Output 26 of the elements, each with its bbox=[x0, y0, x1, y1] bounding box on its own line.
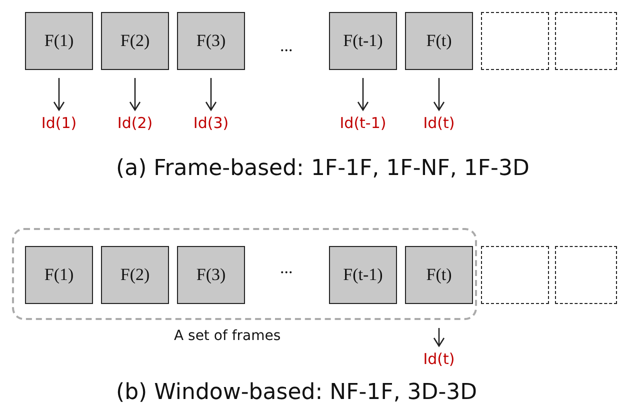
arrow bbox=[357, 78, 369, 111]
arrow bbox=[433, 328, 445, 347]
caption: (a) Frame-based: 1F-1F, 1F-NF, 1F-3D bbox=[116, 156, 530, 181]
arrow bbox=[53, 78, 65, 111]
frame-box: F(t-1) bbox=[329, 12, 397, 70]
ellipsis: ... bbox=[280, 36, 293, 56]
frame-box: F(3) bbox=[177, 12, 245, 70]
arrow bbox=[205, 78, 217, 111]
caption: (b) Window-based: NF-1F, 3D-3D bbox=[116, 380, 478, 405]
frame-box: F(t) bbox=[405, 12, 473, 70]
ellipsis: ... bbox=[280, 258, 293, 278]
group-title: A set of frames bbox=[174, 328, 281, 344]
frame-box: F(1) bbox=[25, 12, 93, 70]
frame-box: F(t) bbox=[405, 246, 473, 304]
empty-frame-box bbox=[481, 12, 549, 70]
id-label: Id(t) bbox=[399, 350, 479, 370]
frame-box: F(2) bbox=[101, 246, 169, 304]
frame-box: F(2) bbox=[101, 12, 169, 70]
frame-box: F(1) bbox=[25, 246, 93, 304]
arrow bbox=[433, 78, 445, 111]
arrow bbox=[129, 78, 141, 111]
frame-box: F(t-1) bbox=[329, 246, 397, 304]
frame-box: F(3) bbox=[177, 246, 245, 304]
empty-frame-box bbox=[555, 12, 617, 70]
empty-frame-box bbox=[555, 246, 617, 304]
empty-frame-box bbox=[481, 246, 549, 304]
